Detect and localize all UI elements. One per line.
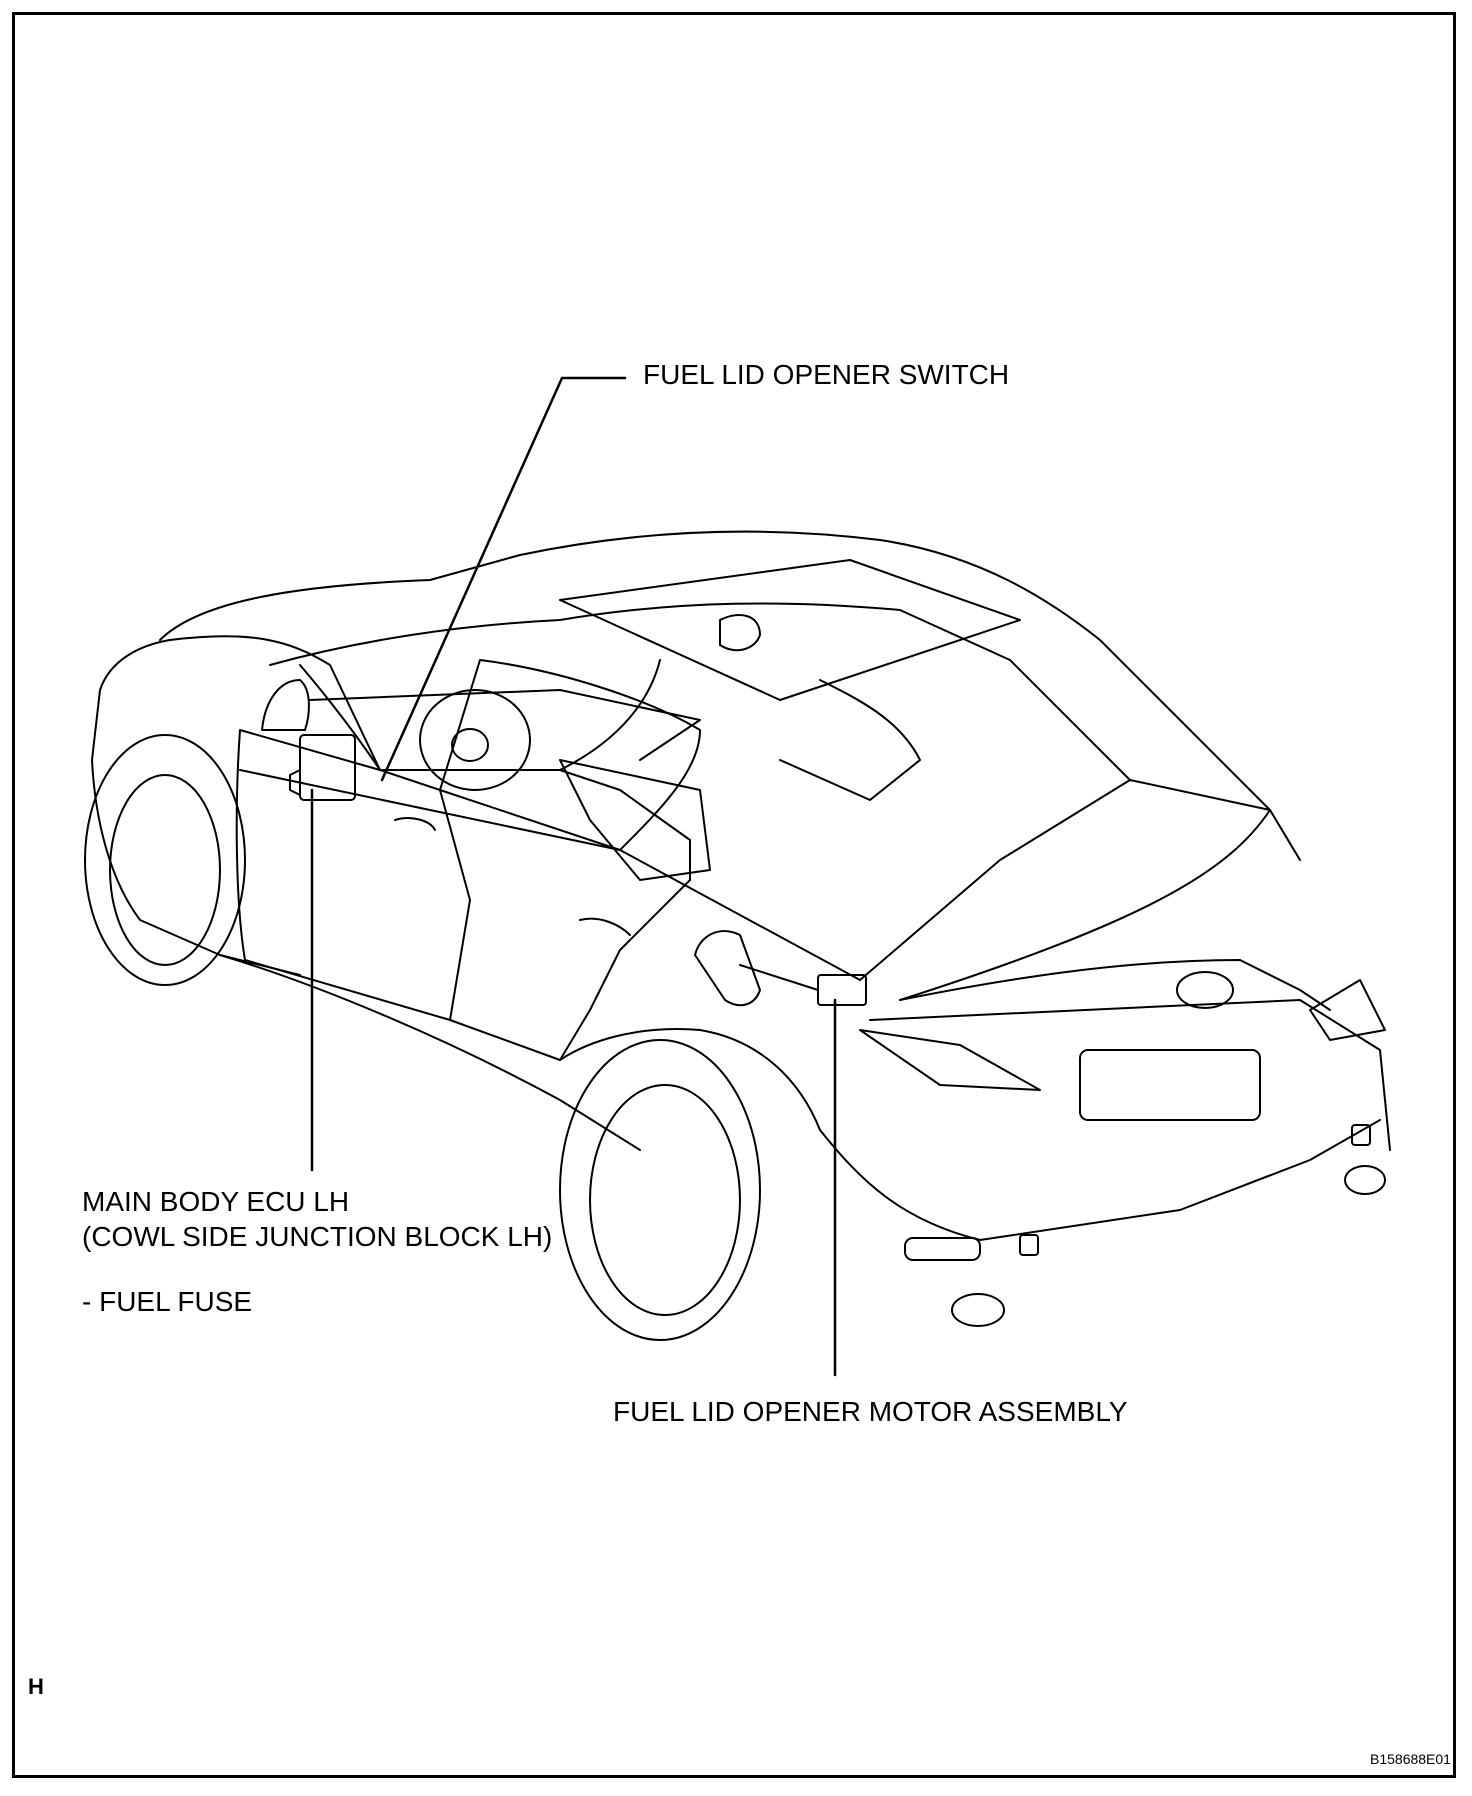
figure-id: B158688E01 [1370,1751,1451,1767]
rear-door [449,769,691,1061]
hood-outline [99,635,381,771]
dashboard [309,689,701,761]
headrest-right [719,614,761,652]
trunk-lid [899,959,1331,1011]
rear-wheel-arch [559,1028,821,1131]
fuel-fuse-label: - FUEL FUSE [82,1286,253,1317]
rear-body [869,999,1391,1151]
roof-outline [159,530,1301,861]
fuel-lid-opener-motor-label: FUEL LID OPENER MOTOR ASSEMBLY [613,1396,1128,1427]
rear-window [859,779,1271,1001]
corner-mark: H [28,1674,44,1699]
reflector-side [1351,1124,1371,1146]
fuel-lid-opener-switch-label: FUEL LID OPENER SWITCH [643,359,1010,390]
rear-bumper [819,1119,1381,1241]
exhaust-right [1344,1165,1386,1195]
front-wheel [109,774,221,966]
reflector-right [1019,1234,1039,1256]
front-fender [91,689,301,976]
steering-hub [451,728,489,762]
center-console [559,759,711,881]
rear-door-handle [579,917,631,936]
body-beltline [239,769,861,981]
ecu-connector [289,769,301,796]
side-glass [439,659,701,851]
reflector-left [904,1237,981,1261]
cowl-side-junction-label: (COWL SIDE JUNCTION BLOCK LH) [82,1221,553,1252]
front-door-handle [394,817,436,831]
rear-tire [559,1039,761,1341]
fuel-lid [694,930,761,1007]
exhaust-left [951,1293,1005,1327]
callout-leaders [310,376,837,1377]
leader-switch [380,376,627,782]
rocker-panel [219,954,641,1151]
roof-inner [269,602,1131,781]
steering-wheel [419,689,531,791]
rear-seat [779,679,921,801]
fuel-lid-cable [739,964,819,991]
roof-panel [559,559,1021,701]
rear-wheel [589,1084,741,1316]
license-plate [1079,1049,1261,1121]
main-body-ecu-label: MAIN BODY ECU LH [82,1186,350,1217]
front-tire [84,734,246,986]
diagram-frame [12,12,1456,1778]
tail-light-left [859,1029,1041,1091]
front-door [235,729,471,1021]
ecu-module [299,734,356,801]
tail-light-right [1309,979,1386,1041]
side-mirror [261,679,310,731]
rear-emblem [1176,971,1234,1009]
